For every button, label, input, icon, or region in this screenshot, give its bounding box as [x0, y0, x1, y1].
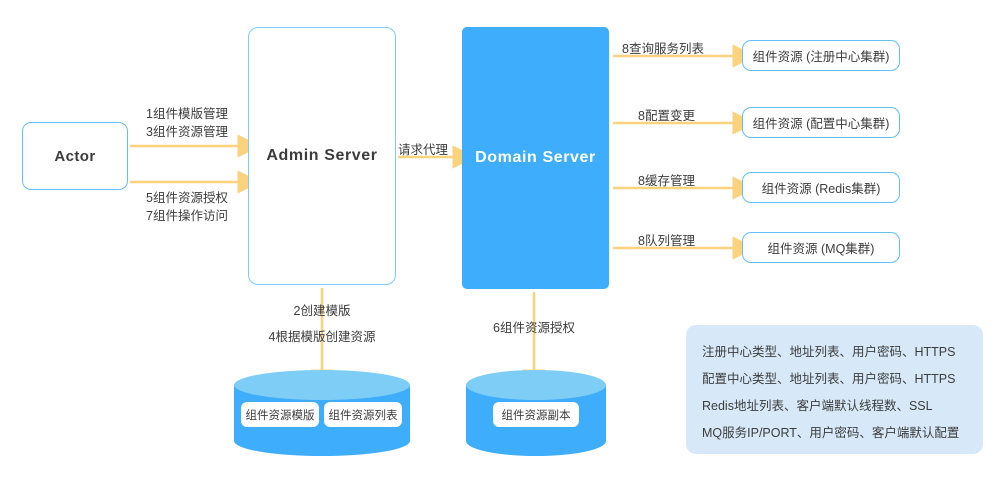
flow-label-admin-store-4: 4根据模版创建资源 [268, 330, 376, 344]
node-resource-redis[interactable]: 组件资源 (Redis集群) [742, 172, 900, 203]
flow-label-actor-admin-3: 3组件资源管理 [146, 125, 228, 139]
cylinder-top [234, 370, 410, 400]
cylinder-top [466, 370, 606, 400]
store-pill-replica[interactable]: 组件资源副本 [493, 402, 579, 427]
flow-label-actor-admin-1: 1组件模版管理 [146, 107, 228, 121]
flow-label-actor-admin-7: 7组件操作访问 [146, 209, 228, 223]
info-line-redis: Redis地址列表、客户端默认线程数、SSL [702, 399, 933, 413]
node-actor[interactable]: Actor [22, 122, 128, 190]
flow-label-domain-store-6: 6组件资源授权 [493, 321, 575, 335]
resource-label-3: 组件资源 (MQ集群) [767, 242, 875, 256]
node-domain-datastore[interactable]: 组件资源副本 [466, 370, 606, 456]
node-admin-server[interactable]: Admin Server [248, 27, 396, 285]
info-line-registry: 注册中心类型、地址列表、用户密码、HTTPS [702, 345, 956, 359]
flow-label-res-0: 8查询服务列表 [622, 42, 704, 56]
flow-label-res-2: 8缓存管理 [638, 174, 695, 188]
info-line-mq: MQ服务IP/PORT、用户密码、客户端默认配置 [702, 426, 960, 440]
flow-label-request-proxy: 请求代理 [398, 143, 449, 157]
resource-label-2: 组件资源 (Redis集群) [761, 182, 881, 196]
flow-label-res-1: 8配置变更 [638, 109, 695, 123]
actor-label: Actor [54, 147, 96, 165]
domain-server-label: Domain Server [475, 149, 596, 166]
node-resource-mq[interactable]: 组件资源 (MQ集群) [742, 232, 900, 263]
node-resource-config[interactable]: 组件资源 (配置中心集群) [742, 107, 900, 138]
flow-label-res-3: 8队列管理 [638, 234, 695, 248]
flow-label-admin-store-2: 2创建模版 [293, 304, 351, 318]
resource-label-0: 组件资源 (注册中心集群) [752, 50, 890, 64]
store-pill-list[interactable]: 组件资源列表 [324, 402, 402, 427]
resource-label-1: 组件资源 (配置中心集群) [752, 117, 890, 131]
admin-server-label: Admin Server [266, 147, 378, 164]
node-resource-registry[interactable]: 组件资源 (注册中心集群) [742, 40, 900, 71]
store-pill-template[interactable]: 组件资源模版 [241, 402, 319, 427]
info-panel: 注册中心类型、地址列表、用户密码、HTTPS 配置中心类型、地址列表、用户密码、… [686, 325, 983, 454]
flow-label-actor-admin-5: 5组件资源授权 [146, 191, 228, 205]
node-domain-server[interactable]: Domain Server [462, 27, 609, 289]
info-line-config: 配置中心类型、地址列表、用户密码、HTTPS [702, 372, 956, 386]
node-admin-datastore[interactable]: 组件资源模版 组件资源列表 [234, 370, 410, 456]
